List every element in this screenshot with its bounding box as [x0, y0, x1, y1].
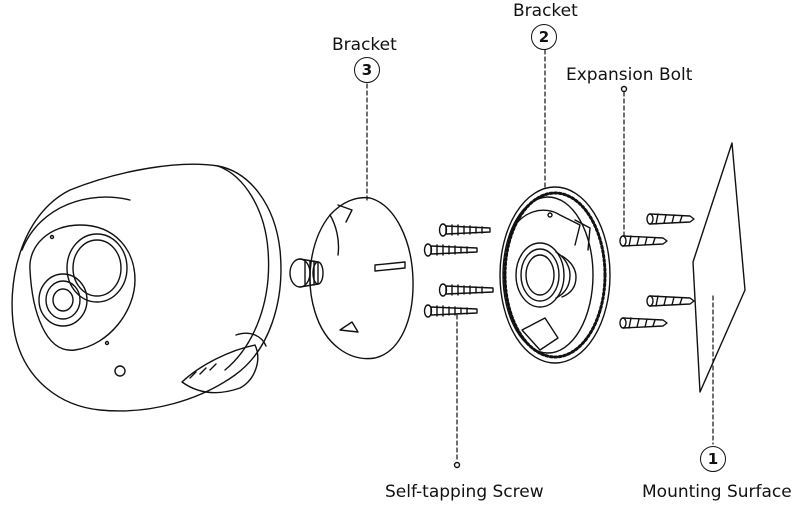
expansion-bolt-label: Expansion Bolt	[566, 65, 693, 85]
bracket-top-label: Bracket	[513, 1, 578, 21]
callout-2-badge: 2	[531, 24, 557, 50]
callout-1-badge: 1	[700, 446, 726, 472]
screw-1	[438, 223, 491, 237]
camera-body	[11, 163, 282, 412]
leader-lines	[366, 49, 714, 463]
camera-mount-stud	[289, 258, 324, 288]
expansion-bolt-2	[619, 235, 668, 247]
self-tapping-screws	[423, 223, 494, 318]
bracket-3-dome	[309, 196, 414, 360]
screw-leader-dot	[453, 461, 461, 469]
expansion-bolt-4	[619, 317, 668, 329]
expansion-bolt-leader-dot	[620, 85, 628, 93]
expansion-bolt-1	[646, 213, 695, 225]
screw-4	[423, 304, 478, 318]
mounting-surface-label: Mounting Surface	[642, 482, 792, 502]
bracket-2-geared-ring	[499, 186, 611, 364]
self-tapping-screw-label: Self-tapping Screw	[385, 482, 544, 502]
screw-2	[423, 243, 478, 257]
callout-3-badge: 3	[354, 57, 380, 83]
bracket-left-label: Bracket	[332, 35, 397, 55]
screw-3	[438, 283, 494, 297]
mounting-surface-panel	[692, 142, 746, 393]
expansion-bolts	[619, 213, 695, 329]
expansion-bolt-3	[646, 295, 695, 307]
